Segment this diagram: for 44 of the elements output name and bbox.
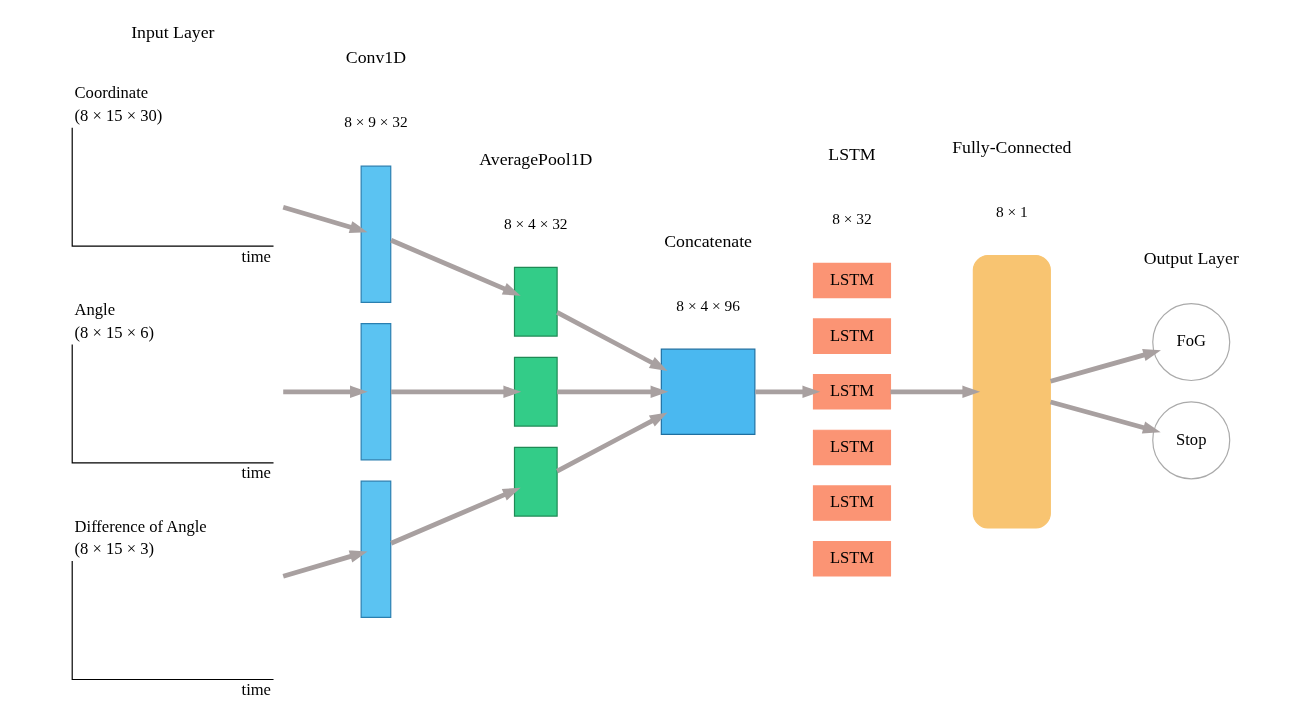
- node-box: [660, 348, 756, 435]
- label: AveragePool1D: [479, 149, 593, 169]
- arrow: [391, 385, 522, 398]
- node-box: [360, 323, 392, 461]
- arrow: [556, 412, 668, 474]
- node-text: Coordinate (8 × 15 × 30) time: [74, 83, 271, 266]
- label: LSTM: [828, 144, 876, 165]
- node-box: [360, 480, 392, 618]
- arrow: [282, 205, 368, 234]
- node-box: [513, 356, 558, 427]
- label: Conv1D: [345, 47, 407, 68]
- label: 8 × 4 × 32: [504, 214, 568, 232]
- arrow: [1049, 399, 1161, 434]
- node-box: [513, 446, 558, 517]
- node-circle: FoG: [1152, 302, 1231, 382]
- node-box: [360, 165, 392, 303]
- node-box: [513, 266, 558, 337]
- arrow: [282, 550, 368, 579]
- arrow: [390, 238, 521, 296]
- label: Input Layer: [131, 22, 215, 43]
- arrow: [755, 385, 821, 398]
- label: Fully-Connected: [952, 137, 1072, 158]
- node-box: LSTM: [812, 374, 892, 410]
- arrow: [890, 385, 981, 398]
- label: 8 × 32: [832, 210, 872, 228]
- label: 8 × 4 × 96: [676, 296, 740, 314]
- label: Concatenate: [664, 230, 752, 251]
- node-text: Difference of Angle (8 × 15 × 3) time: [74, 516, 271, 700]
- arrow: [556, 310, 668, 371]
- label: 8 × 9 × 32: [344, 112, 408, 130]
- node-box: LSTM: [812, 429, 892, 466]
- node-circle: Stop: [1152, 401, 1231, 480]
- arrow: [390, 487, 521, 546]
- node-box: LSTM: [812, 485, 892, 521]
- label: 8 × 1: [995, 202, 1028, 220]
- node-box: [972, 255, 1051, 529]
- label: Output Layer: [1143, 248, 1239, 269]
- arrow: [557, 385, 669, 398]
- node-box: LSTM: [812, 540, 892, 577]
- arrow: [283, 385, 368, 398]
- node-box: LSTM: [812, 318, 892, 354]
- node-text: Angle (8 × 15 × 6) time: [74, 300, 271, 483]
- arrow: [1049, 349, 1161, 384]
- node-box: LSTM: [812, 262, 892, 299]
